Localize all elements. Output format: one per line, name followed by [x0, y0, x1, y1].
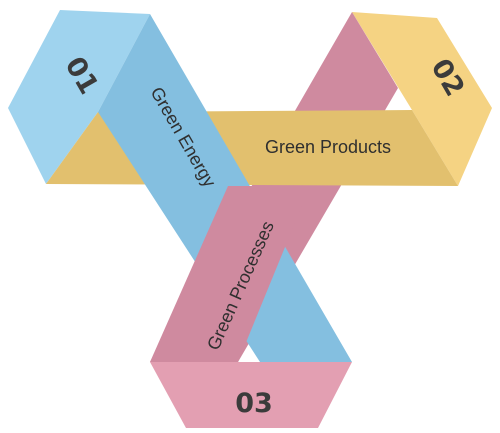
- ribbon-03-cap: [150, 362, 352, 428]
- segment-02-label: Green Products: [265, 137, 391, 157]
- ribbon-01-cap: [8, 10, 150, 184]
- segment-03-number: 03: [235, 388, 273, 419]
- ribbon-02-cap: [352, 12, 492, 186]
- ribbon-01-diagonal: [98, 14, 352, 362]
- ribbon-03-overlap: [150, 186, 310, 362]
